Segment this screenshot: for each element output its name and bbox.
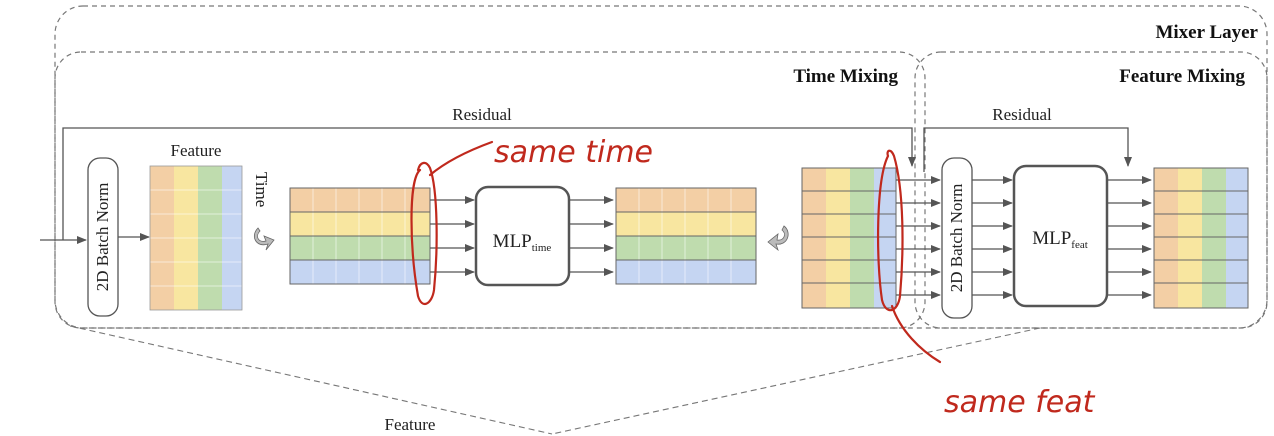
rotate-icon — [254, 227, 275, 251]
time-rows-grid — [289, 187, 431, 285]
time-mixed-feature-grid — [801, 167, 897, 309]
residual-time-path — [62, 127, 916, 240]
feature-mixing-box — [914, 51, 1268, 329]
handwritten-same-feat: same feat — [944, 385, 1096, 420]
mlp-time-label: MLPtime — [493, 231, 552, 254]
time-output-arrows — [569, 196, 614, 276]
output-feature-grid — [1153, 167, 1249, 309]
feature-funnel — [69, 325, 1041, 435]
time-mixing-box — [54, 51, 926, 329]
feat-connector — [890, 304, 942, 364]
rotate-back-icon — [767, 225, 789, 252]
mlp-time-block — [474, 185, 571, 287]
handwritten-annotations — [410, 140, 942, 364]
feature-rows-arrows-3 — [1107, 176, 1152, 299]
mlp-feat-label: MLPfeat — [1032, 228, 1088, 251]
time-axis-label: Time — [252, 172, 271, 207]
time-mixing-title: Time Mixing — [793, 66, 898, 87]
residual-time-label: Residual — [452, 105, 512, 124]
feature-top-label: Feature — [171, 141, 222, 160]
handwritten-same-time: same time — [494, 135, 653, 170]
feature-mixing-title: Feature Mixing — [1119, 66, 1245, 87]
feature-bottom-label: Feature — [385, 415, 436, 434]
time-connector — [428, 140, 494, 177]
residual-feat-label: Residual — [992, 105, 1052, 124]
mixer-layer-box — [54, 5, 1268, 329]
mixer-layer-title: Mixer Layer — [1155, 22, 1258, 43]
batch-norm-1-label: 2D Batch Norm — [93, 183, 112, 292]
mlp-feat-block — [1012, 164, 1109, 308]
time-loop-mark — [410, 161, 438, 306]
residual-feat-path — [923, 127, 1132, 172]
batch-norm-2 — [941, 157, 973, 319]
feature-rows-arrows-2 — [972, 176, 1013, 299]
time-output-grid — [615, 187, 757, 285]
batch-norm-2-label: 2D Batch Norm — [947, 184, 966, 293]
feat-loop-mark — [876, 149, 904, 312]
input-feature-grid — [149, 165, 243, 311]
